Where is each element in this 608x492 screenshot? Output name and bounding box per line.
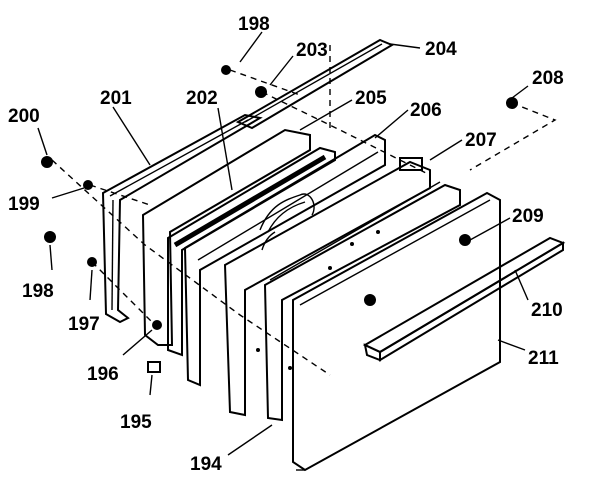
callout-200: 200 (8, 106, 40, 127)
screw-208 (506, 97, 518, 109)
screw-199 (83, 180, 93, 190)
screw-203 (255, 86, 267, 98)
callout-197: 197 (68, 314, 100, 335)
part-211-outer-door-panel (292, 191, 501, 472)
callout-208: 208 (532, 68, 564, 89)
callout-207: 207 (465, 130, 497, 151)
callout-201: 201 (100, 88, 132, 109)
screw-198-top (221, 65, 231, 75)
screw-209 (459, 234, 471, 246)
part-202-inner-panel (141, 128, 311, 346)
part-204-top-trim (235, 38, 395, 130)
door-wiring (259, 193, 315, 251)
callout-204: 204 (425, 39, 457, 60)
callout-198-left: 198 (22, 281, 54, 302)
part-207-glass-panel (223, 157, 431, 417)
callout-196: 196 (87, 364, 119, 385)
leader-lines (37, 31, 529, 456)
part-205-liner (167, 146, 336, 357)
screw-197 (87, 257, 97, 267)
callout-194: 194 (190, 454, 222, 475)
alignment-lines (51, 45, 557, 376)
screw-handle (364, 294, 376, 306)
callout-labels: 200 201 202 198 203 204 205 206 207 208 … (8, 14, 564, 475)
callout-209: 209 (512, 206, 544, 227)
screw-200 (41, 156, 53, 168)
callout-211: 211 (528, 348, 559, 369)
callout-199: 199 (8, 194, 40, 215)
callout-210: 210 (531, 300, 563, 321)
screw-198-left (44, 231, 56, 243)
inner-door-panel (263, 181, 461, 422)
callout-206: 206 (410, 100, 442, 121)
callout-202: 202 (186, 88, 218, 109)
callout-195: 195 (120, 412, 152, 433)
part-210-door-handle (362, 236, 566, 362)
clip-195 (147, 361, 161, 373)
callout-198-top: 198 (238, 14, 270, 35)
fasteners (41, 65, 518, 373)
callout-203: 203 (296, 40, 328, 61)
callout-205: 205 (355, 88, 387, 109)
clip-196 (152, 320, 162, 330)
